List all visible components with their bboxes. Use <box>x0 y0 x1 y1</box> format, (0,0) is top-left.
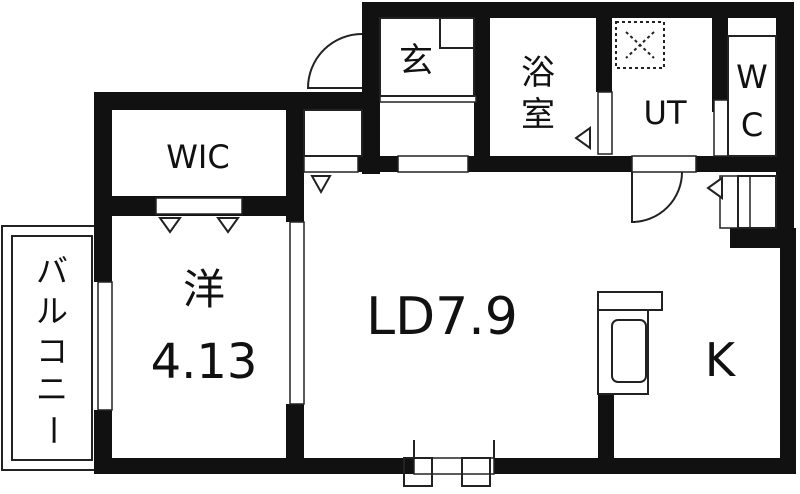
door-swings <box>306 33 683 487</box>
bath-label-bottom: 室 <box>521 95 555 135</box>
toilet-label-bottom: C <box>741 106 763 144</box>
interior-lines <box>303 17 777 395</box>
toilet-label-top: W <box>736 58 768 96</box>
living-dining-label: LD7.9 <box>366 287 518 347</box>
balcony-label-1: バ <box>36 252 68 290</box>
openings <box>97 91 751 475</box>
closet-label: WIC <box>166 138 229 176</box>
balcony-label-2: ル <box>36 292 68 330</box>
walls <box>94 2 796 474</box>
bath-label-top: 浴 <box>521 53 555 93</box>
utility-label: UT <box>644 94 687 132</box>
balcony-label-3: コ <box>36 332 68 370</box>
western-room-size: 4.13 <box>151 334 258 390</box>
entrance-label: 玄 <box>399 41 433 81</box>
balcony-label-4: ニ <box>36 370 68 408</box>
fixture-triangles <box>158 126 723 234</box>
balcony-label-5: ー <box>34 414 72 446</box>
kitchen-label: K <box>705 333 737 387</box>
western-room-name: 洋 <box>183 265 225 314</box>
room-labels: 玄 浴 室 UT W C WIC 洋 4.13 LD7.9 K バ ル コ ニ … <box>34 41 768 446</box>
